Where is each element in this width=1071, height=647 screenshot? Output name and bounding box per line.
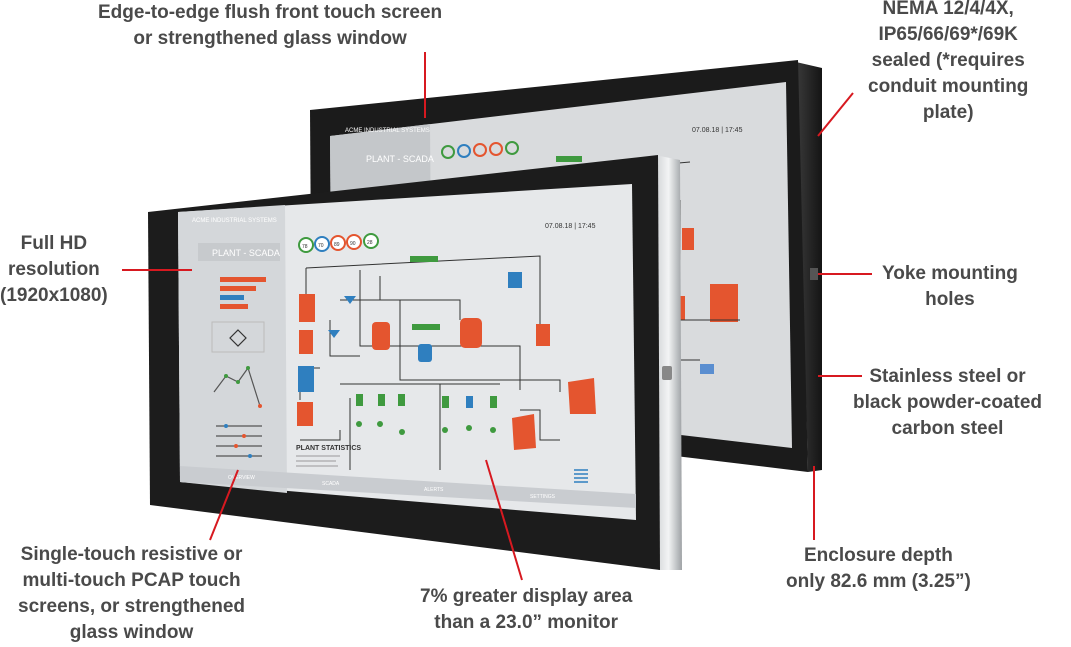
callout-yoke: Yoke mounting holes: [882, 261, 1018, 313]
bottom-tab-strip[interactable]: [180, 466, 636, 508]
gauge-3: 89: [334, 242, 340, 248]
callout-front-screen-line2: or strengthened glass window: [133, 28, 407, 49]
rear-panel-title: PLANT - SCADA: [366, 154, 434, 164]
callout-touch-line2: multi-touch PCAP touch: [22, 570, 241, 591]
callout-area-line2: than a 23.0” monitor: [434, 612, 618, 633]
tank-red-8: [512, 414, 536, 450]
front-yoke-knob: [662, 366, 672, 380]
callout-yoke-line1: Yoke mounting: [882, 263, 1018, 284]
tank-red-5: [460, 318, 482, 348]
front-datetime: 07.08.18 | 17:45: [545, 223, 596, 230]
front-brand: ACME INDUSTRIAL SYSTEMS: [192, 218, 277, 224]
stats-title: PLANT STATISTICS: [296, 445, 361, 452]
manifold-mid: [412, 324, 440, 330]
callout-yoke-line2: holes: [925, 289, 975, 310]
callout-touch-line1: Single-touch resistive or: [20, 544, 243, 565]
callout-resolution-line1: Full HD: [20, 233, 88, 254]
leader-lines: [122, 52, 872, 581]
tank-blue-1: [298, 366, 314, 392]
callout-steel-line3: carbon steel: [891, 418, 1004, 439]
leader-area: [485, 459, 523, 581]
gauge-row: 78 70 89 90 28: [298, 233, 379, 253]
callout-resolution-line3: (1920x1080): [0, 285, 108, 306]
gauge-2: 70: [318, 243, 324, 249]
menu-icon[interactable]: [574, 469, 588, 483]
callout-touch-line4: glass window: [69, 622, 194, 643]
callout-area-line1: 7% greater display area: [420, 586, 633, 607]
callout-steel-line1: Stainless steel or: [869, 366, 1026, 387]
callout-steel: Stainless steel or black powder-coated c…: [853, 364, 1042, 442]
callout-nema-line2: IP65/66/69*/69K: [878, 24, 1018, 45]
callout-depth-line1: Enclosure depth: [803, 545, 953, 566]
front-monitor: ACME INDUSTRIAL SYSTEMS 07.08.18 | 17:45…: [148, 155, 682, 570]
gauge-4: 90: [350, 241, 356, 247]
callout-touch-line3: screens, or strengthened: [18, 596, 246, 617]
rear-datetime: 07.08.18 | 17:45: [692, 127, 743, 134]
manifold-top: [410, 256, 438, 262]
leader-touch: [209, 469, 239, 541]
tank-red-6: [536, 324, 550, 346]
tank-red-4: [372, 322, 390, 350]
tank-blue-2: [418, 344, 432, 362]
callout-resolution: Full HD resolution (1920x1080): [0, 231, 108, 309]
callout-resolution-line2: resolution: [7, 259, 100, 280]
tab-settings[interactable]: SETTINGS: [530, 494, 556, 500]
tank-blue-3: [508, 272, 522, 288]
rear-enclosure-side: [796, 62, 822, 472]
gauge-1: 78: [302, 244, 308, 250]
callout-nema: NEMA 12/4/4X, IP65/66/69*/69K sealed (*r…: [868, 0, 1028, 126]
rear-brand: ACME INDUSTRIAL SYSTEMS: [345, 128, 430, 134]
scada-piping: [299, 255, 561, 470]
tab-scada[interactable]: SCADA: [322, 481, 340, 487]
tank-red-1: [299, 294, 315, 322]
callout-front-screen: Edge-to-edge flush front touch screen or…: [98, 0, 442, 52]
leader-nema: [817, 92, 854, 137]
tank-red-3: [297, 402, 313, 426]
callout-front-screen-line1: Edge-to-edge flush front touch screen: [98, 2, 443, 23]
callout-nema-line1: NEMA 12/4/4X,: [882, 0, 1014, 19]
callout-steel-line2: black powder-coated: [853, 392, 1042, 413]
front-panel-title: PLANT - SCADA: [212, 248, 280, 258]
gauge-5: 28: [367, 240, 373, 246]
tank-red-7: [568, 378, 596, 414]
callout-nema-line5: plate): [922, 102, 974, 123]
callout-nema-line4: conduit mounting: [868, 76, 1029, 97]
callout-depth-line2: only 82.6 mm (3.25”): [786, 571, 971, 592]
callout-nema-line3: sealed (*requires: [871, 50, 1025, 71]
front-enclosure-side: [655, 155, 682, 570]
callout-area: 7% greater display area than a 23.0” mon…: [420, 584, 632, 636]
callout-touch: Single-touch resistive or multi-touch PC…: [18, 542, 245, 646]
tab-alerts[interactable]: ALERTS: [424, 487, 444, 493]
tank-red-2: [299, 330, 313, 354]
rear-yoke-hole: [810, 268, 818, 280]
callout-depth: Enclosure depth only 82.6 mm (3.25”): [786, 543, 971, 595]
tab-overview[interactable]: OVERVIEW: [228, 475, 255, 481]
